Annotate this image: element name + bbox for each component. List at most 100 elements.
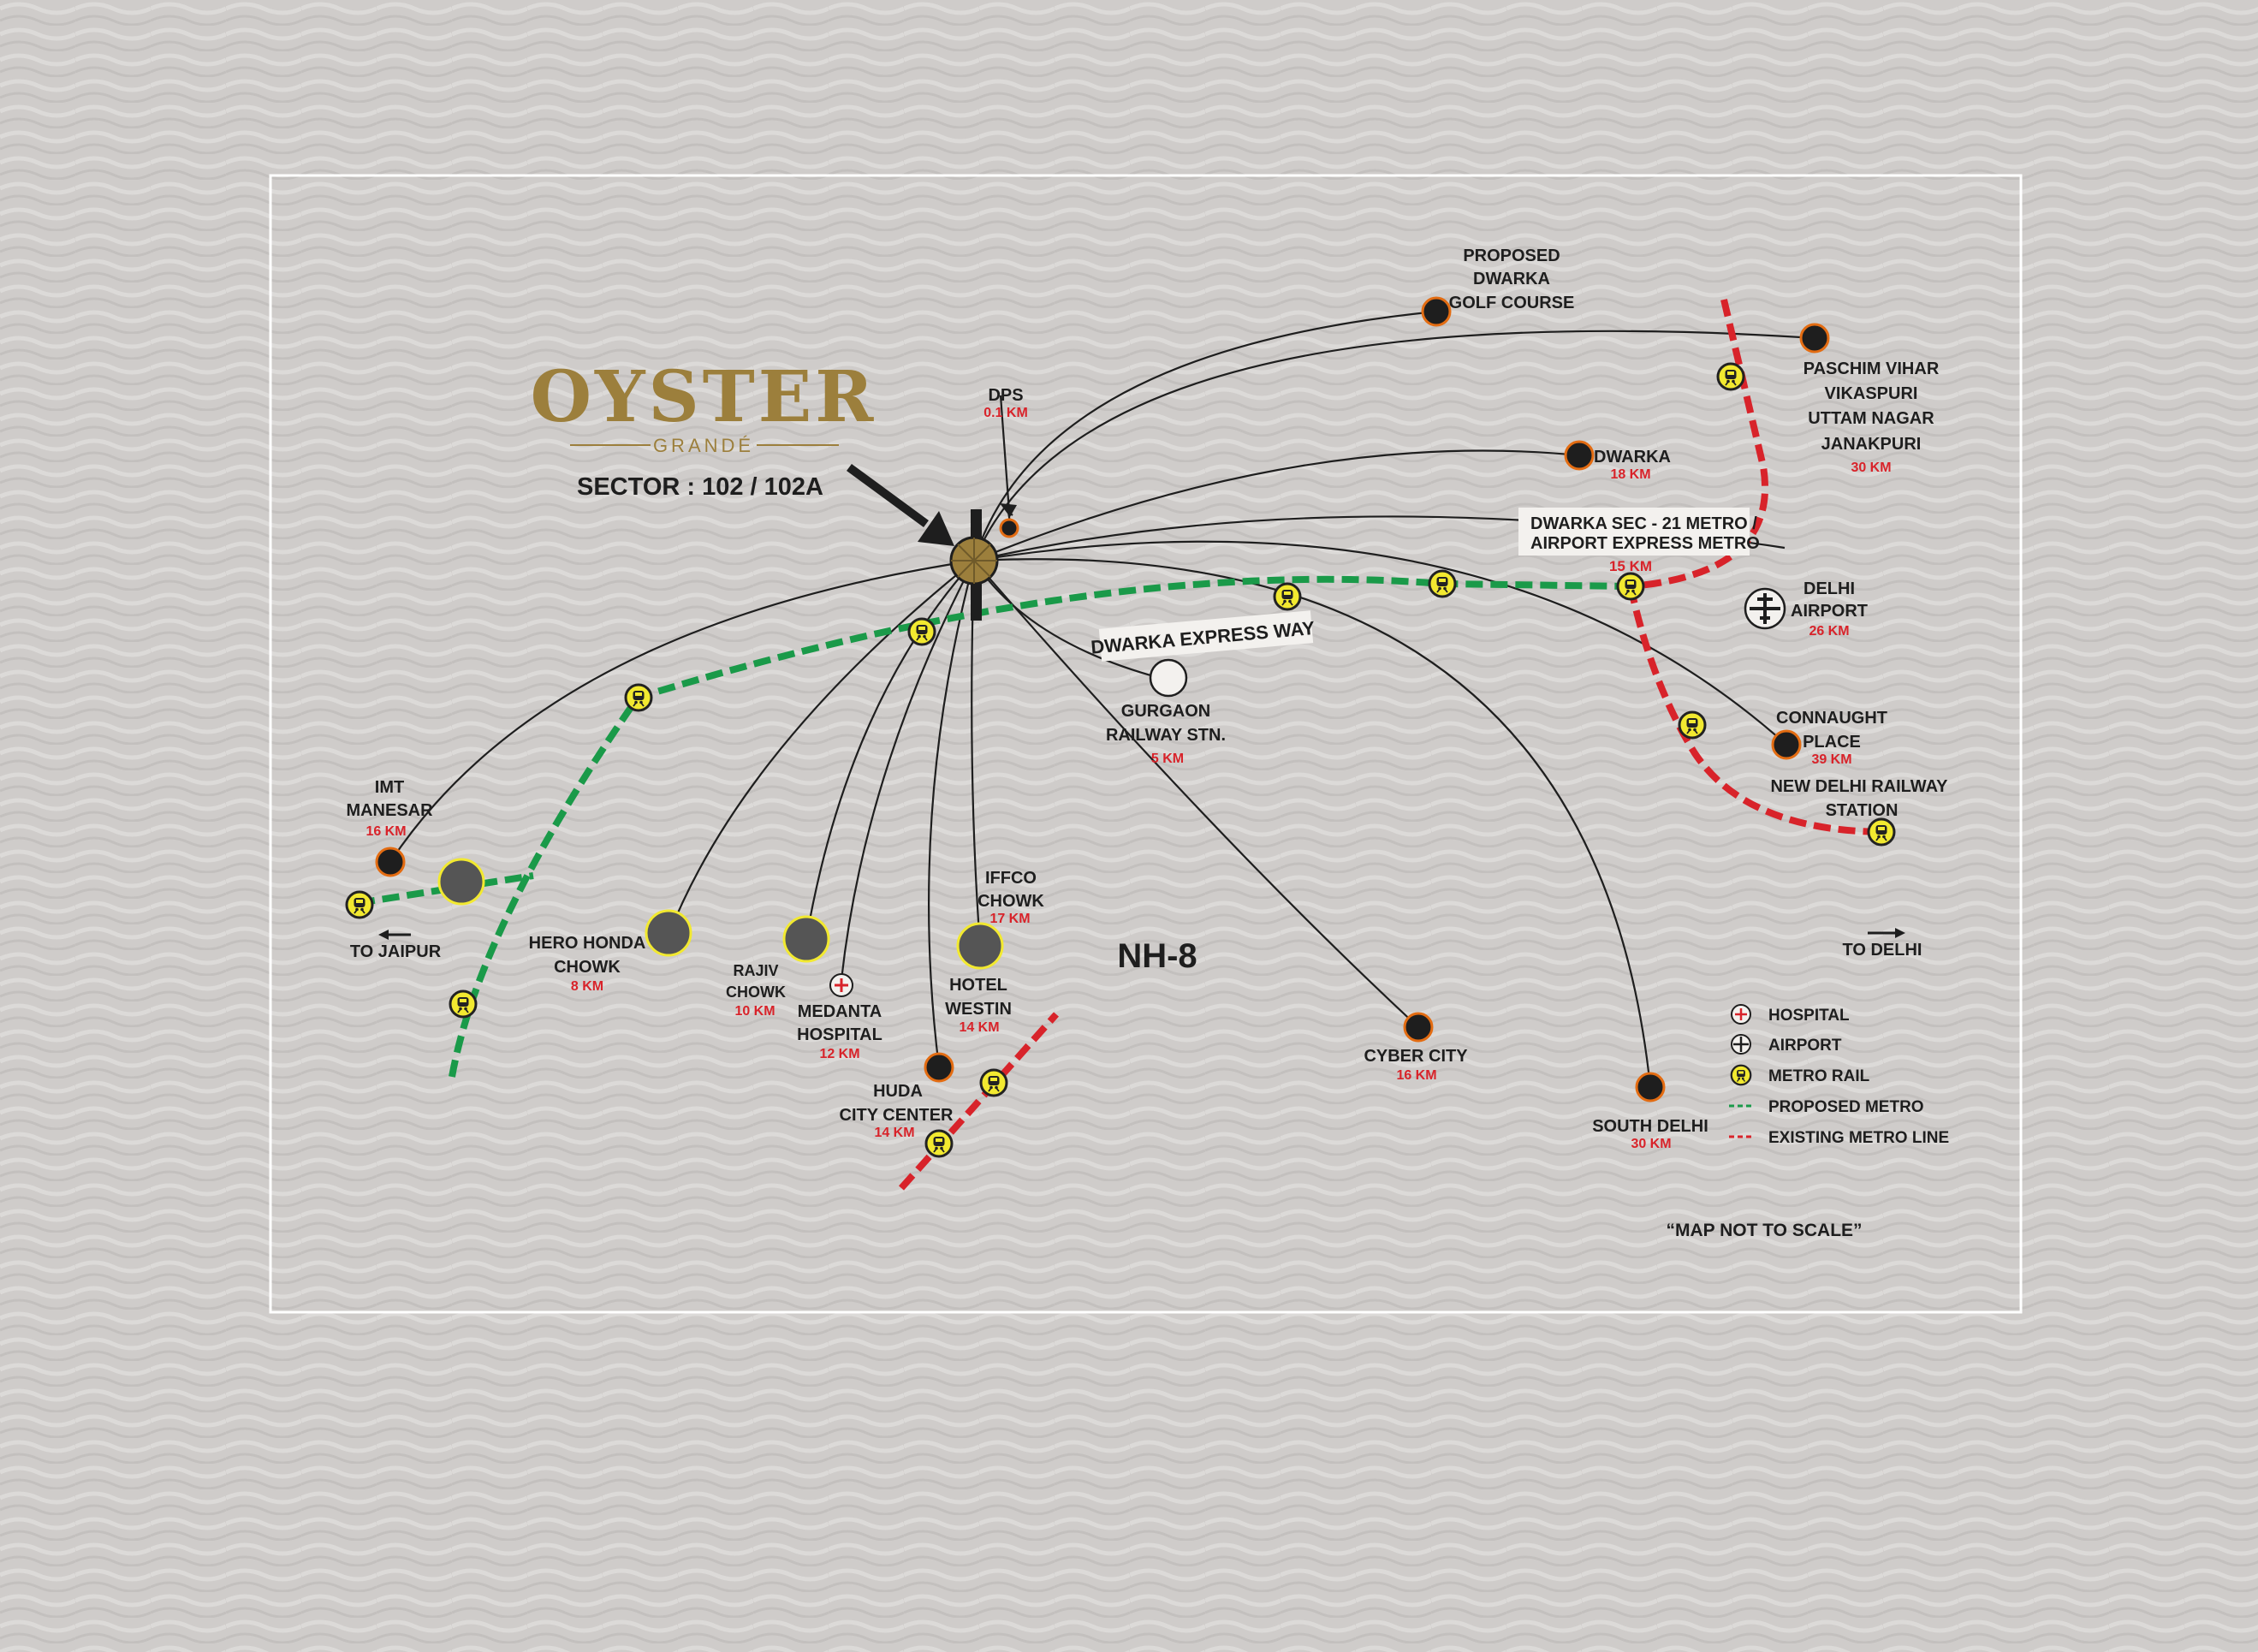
svg-text:IMT: IMT xyxy=(375,778,404,797)
node-kherki xyxy=(437,858,485,906)
svg-text:0.1 KM: 0.1 KM xyxy=(983,406,1028,420)
node-cp xyxy=(1771,729,1802,760)
svg-text:AIRPORT: AIRPORT xyxy=(1791,602,1868,621)
svg-text:CHOWK: CHOWK xyxy=(726,983,786,1001)
node-gurgaon-rly xyxy=(1149,658,1188,698)
svg-text:DWARKA SEC - 21 METRO /: DWARKA SEC - 21 METRO / xyxy=(1530,514,1757,533)
pointer-arrowhead xyxy=(918,511,954,546)
svg-text:HUDA: HUDA xyxy=(873,1082,923,1101)
label-medanta: MEDANTA HOSPITAL 12 KM xyxy=(797,1002,882,1061)
to-jaipur: TO JAIPUR xyxy=(350,930,442,961)
svg-text:15 KM: 15 KM xyxy=(1609,558,1652,574)
label-golf: PROPOSED DWARKA GOLF COURSE xyxy=(1449,247,1575,312)
node-paschim xyxy=(1799,323,1830,354)
map-frame xyxy=(269,174,2023,1314)
svg-text:CONNAUGHT: CONNAUGHT xyxy=(1776,709,1887,728)
label-huda: HUDA CITY CENTER 14 KM xyxy=(840,1082,954,1140)
svg-text:METRO RAIL: METRO RAIL xyxy=(1768,1067,1870,1085)
svg-text:EXISTING METRO LINE: EXISTING METRO LINE xyxy=(1768,1129,1949,1147)
svg-text:WESTIN: WESTIN xyxy=(945,1000,1012,1019)
place-nodes xyxy=(375,296,1830,1102)
svg-text:DPS: DPS xyxy=(988,386,1023,405)
legend-hospital: HOSPITAL xyxy=(1731,1004,1850,1025)
label-gurgaon-rly: GURGAON RAILWAY STN. 5 KM xyxy=(1106,702,1226,766)
dps-arrowhead xyxy=(1000,503,1017,517)
to-delhi: TO DELHI xyxy=(1843,928,1922,960)
svg-text:18 KM: 18 KM xyxy=(1610,467,1650,482)
svg-text:DELHI: DELHI xyxy=(1803,579,1855,598)
svg-text:TO JAIPUR: TO JAIPUR xyxy=(350,942,442,961)
label-cyber: CYBER CITY 16 KM xyxy=(1364,1047,1468,1083)
label-airport: DELHI AIRPORT 26 KM xyxy=(1791,579,1868,639)
legend-existing-metro: EXISTING METRO LINE xyxy=(1729,1129,1949,1147)
brand-subname: GRANDÉ xyxy=(653,435,754,456)
svg-text:HOSPITAL: HOSPITAL xyxy=(797,1025,882,1044)
svg-text:17 KM: 17 KM xyxy=(989,912,1030,926)
legend-proposed-metro: PROPOSED METRO xyxy=(1729,1098,1924,1116)
hospital-icon xyxy=(829,973,853,997)
legend-airport: AIRPORT xyxy=(1731,1034,1842,1055)
svg-text:39 KM: 39 KM xyxy=(1811,752,1851,767)
svg-text:DWARKA: DWARKA xyxy=(1594,448,1671,466)
svg-text:RAJIV: RAJIV xyxy=(733,962,778,979)
brand-logo: OYSTER GRANDÉ xyxy=(531,356,877,456)
svg-text:CHOWK: CHOWK xyxy=(554,958,621,977)
svg-text:8 KM: 8 KM xyxy=(571,979,603,994)
svg-text:UTTAM NAGAR: UTTAM NAGAR xyxy=(1808,409,1934,428)
sector-label: SECTOR : 102 / 102A xyxy=(577,473,823,501)
svg-text:IFFCO: IFFCO xyxy=(985,869,1037,888)
svg-text:STATION: STATION xyxy=(1826,801,1899,820)
map-legend: HOSPITAL AIRPORT METRO RAIL PROPOSED MET… xyxy=(1729,1004,1949,1147)
node-herohonda xyxy=(645,909,692,957)
svg-text:AIRPORT EXPRESS METRO: AIRPORT EXPRESS METRO xyxy=(1530,534,1760,553)
label-rajiv: RAJIV CHOWK 10 KM xyxy=(726,962,786,1019)
svg-text:14 KM: 14 KM xyxy=(959,1020,999,1035)
label-dwarka: DWARKA 18 KM xyxy=(1594,448,1671,482)
node-southdelhi xyxy=(1635,1072,1666,1102)
node-dps xyxy=(999,518,1019,538)
label-herohonda: HERO HONDA CHOWK 8 KM xyxy=(529,934,646,994)
map-scale-note: “MAP NOT TO SCALE” xyxy=(1666,1221,1862,1240)
svg-text:5 KM: 5 KM xyxy=(1151,752,1184,766)
label-imt: IMT MANESAR 16 KM xyxy=(346,778,433,839)
airport-icon xyxy=(1744,587,1786,630)
brand-name: OYSTER xyxy=(531,356,877,438)
svg-text:10 KM: 10 KM xyxy=(734,1004,775,1019)
svg-text:CYBER CITY: CYBER CITY xyxy=(1364,1047,1468,1066)
svg-text:MANESAR: MANESAR xyxy=(346,801,433,820)
highway-label: NH-8 xyxy=(1117,937,1197,975)
svg-text:RAILWAY STN.: RAILWAY STN. xyxy=(1106,726,1226,745)
connector-lines xyxy=(389,310,1815,1088)
svg-text:HOTEL: HOTEL xyxy=(949,976,1007,995)
svg-text:TO DELHI: TO DELHI xyxy=(1843,941,1922,960)
svg-text:PROPOSED: PROPOSED xyxy=(1463,247,1560,265)
svg-text:30 KM: 30 KM xyxy=(1851,461,1891,475)
svg-text:HERO HONDA: HERO HONDA xyxy=(529,934,646,953)
label-ndls: NEW DELHI RAILWAY STATION xyxy=(1770,777,1948,820)
label-westin: HOTEL WESTIN 14 KM xyxy=(945,976,1012,1035)
svg-text:PLACE: PLACE xyxy=(1803,733,1861,752)
svg-text:VIKASPURI: VIKASPURI xyxy=(1825,384,1918,403)
node-huda xyxy=(924,1052,954,1083)
label-cp: CONNAUGHT PLACE 39 KM xyxy=(1776,709,1887,767)
node-dwarka xyxy=(1564,440,1595,471)
svg-text:16 KM: 16 KM xyxy=(365,824,406,839)
node-golf xyxy=(1421,296,1452,327)
svg-text:JANAKPURI: JANAKPURI xyxy=(1821,435,1922,454)
svg-text:PROPOSED METRO: PROPOSED METRO xyxy=(1768,1098,1924,1116)
svg-text:12 KM: 12 KM xyxy=(819,1047,859,1061)
svg-text:CITY CENTER: CITY CENTER xyxy=(840,1106,954,1125)
svg-text:AIRPORT: AIRPORT xyxy=(1768,1037,1842,1055)
svg-text:16 KM: 16 KM xyxy=(1396,1068,1436,1083)
node-imt xyxy=(375,847,406,877)
svg-text:30 KM: 30 KM xyxy=(1631,1137,1671,1151)
svg-text:CHOWK: CHOWK xyxy=(977,892,1044,911)
node-iffco xyxy=(956,922,1004,970)
svg-text:MEDANTA: MEDANTA xyxy=(798,1002,882,1021)
svg-text:GOLF COURSE: GOLF COURSE xyxy=(1449,294,1575,312)
node-rajiv xyxy=(782,915,830,963)
label-southdelhi: SOUTH DELHI 30 KM xyxy=(1592,1117,1708,1151)
svg-text:HOSPITAL: HOSPITAL xyxy=(1768,1007,1850,1025)
